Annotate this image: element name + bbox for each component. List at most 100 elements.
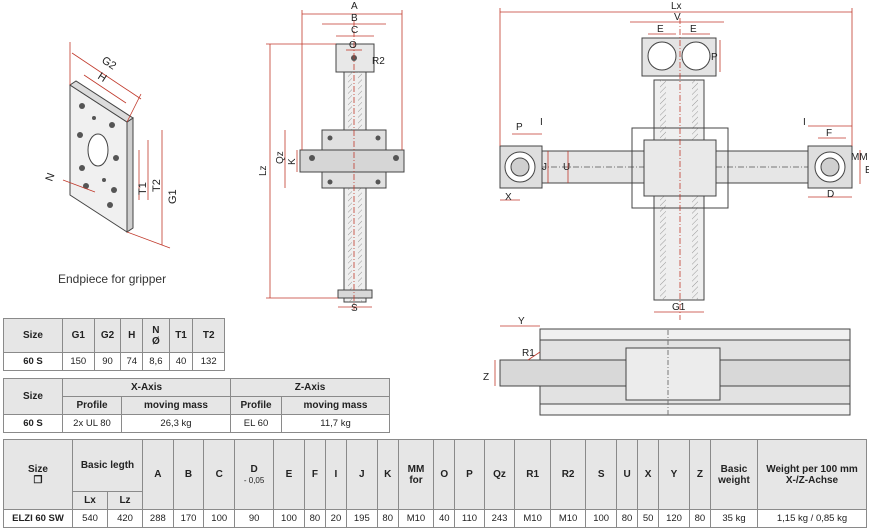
t3-cell: 80	[303, 509, 326, 528]
t3-cell: 80	[376, 509, 399, 528]
t3-cell: M10	[397, 509, 435, 528]
t3-header-col: C	[203, 439, 236, 510]
top-dim-mm: MM	[851, 152, 868, 163]
t3-d-tolerance: - 0,05	[243, 475, 265, 485]
t3-d-label: D	[250, 463, 258, 475]
t3-header-col: P	[454, 439, 485, 510]
t1-header-t1: T1	[168, 318, 194, 353]
t1-header-g1: G1	[62, 318, 95, 353]
t3-cell: 243	[483, 509, 516, 528]
bottom-dim-r1: R1	[522, 348, 535, 359]
t1-cell: 74	[120, 352, 144, 371]
top-view: Lx V E E P P I U J X I F MM E D G1	[499, 1, 869, 320]
t3-header-col: R2	[549, 439, 587, 510]
t3-cell: 288	[142, 509, 174, 528]
t3-cell: 195	[345, 509, 378, 528]
t1-cell: 132	[192, 352, 225, 371]
t3-header-col: I	[324, 439, 347, 510]
t3-mm-label: MM	[407, 463, 425, 475]
t3-header-col: K	[376, 439, 399, 510]
t3-cell: 420	[107, 509, 143, 528]
side-dim-lz: Lz	[258, 165, 269, 176]
side-dim-a: A	[351, 1, 358, 12]
t1-cell: 40	[168, 352, 194, 371]
plate-dim-t1: T1	[137, 182, 149, 195]
t1-cell: 60 S	[3, 352, 63, 371]
t2-cell: 11,7 kg	[281, 414, 390, 433]
endpiece-plate-view: G2 H N T1 T2 G1	[44, 42, 179, 249]
t3-header-col: Y	[658, 439, 690, 510]
t3-header-col: R1	[514, 439, 551, 510]
t3-cell: M10	[514, 509, 551, 528]
t2-cell: EL 60	[230, 414, 282, 433]
top-dim-p-left: P	[516, 122, 523, 133]
t2-header-size: Size	[3, 378, 63, 415]
top-dim-i-right: I	[803, 117, 806, 128]
t3-cell: M10	[549, 509, 587, 528]
t2-subheader: Profile	[230, 396, 282, 415]
t3-header-d: D- 0,05	[234, 439, 275, 510]
t1-header-size: Size	[3, 318, 63, 353]
t2-header-x-axis: X-Axis	[62, 378, 231, 397]
t3-cell: 100	[203, 509, 236, 528]
t3-header-col: B	[172, 439, 205, 510]
top-dim-u: U	[563, 162, 570, 173]
t2-header-z-axis: Z-Axis	[230, 378, 390, 397]
side-dim-o: O	[349, 40, 357, 51]
t3-header-col: A	[142, 439, 174, 510]
side-dim-b: B	[351, 13, 358, 24]
top-dim-e-right: E	[690, 24, 697, 35]
t3-header-col: U	[616, 439, 639, 510]
t2-subheader: moving mass	[281, 396, 390, 415]
endpiece-caption: Endpiece for gripper	[58, 272, 167, 286]
technical-drawing: G2 H N T1 T2 G1	[44, 1, 869, 416]
t2-cell: 2x UL 80	[62, 414, 122, 433]
side-dim-qz: Qz	[275, 151, 286, 164]
t3-header-col: F	[303, 439, 326, 510]
bottom-view: Y R1 Z	[483, 316, 851, 416]
t3-mm-for: for	[409, 474, 423, 486]
main-dimension-table: Size❐ Basic legth A B C D- 0,05 E F I J …	[3, 439, 867, 528]
endpiece-dimension-table: Size G1 G2 H N Ø T1 T2 60 S 150 90 74 8,…	[3, 318, 225, 371]
bottom-dim-z: Z	[483, 372, 489, 383]
top-dim-v: V	[674, 12, 681, 23]
axis-profile-table: Size X-Axis Z-Axis Profile moving mass P…	[3, 378, 390, 433]
top-dim-lx: Lx	[671, 1, 682, 12]
t3-cell: 100	[273, 509, 305, 528]
t3-header-col: X	[637, 439, 660, 510]
top-dim-e-side: E	[865, 165, 869, 176]
t3-header-col: Qz	[483, 439, 516, 510]
plate-dim-g1: G1	[167, 189, 179, 204]
side-dim-s: S	[351, 303, 358, 314]
top-dim-i-left: I	[540, 117, 543, 128]
top-dim-g1: G1	[672, 302, 686, 313]
t3-cell: 100	[585, 509, 618, 528]
side-view: A B C O R2 Lz Qz K S	[258, 1, 405, 314]
t3-cell: 120	[658, 509, 690, 528]
top-dim-x: X	[505, 192, 512, 203]
t2-cell: 26,3 kg	[121, 414, 231, 433]
t3-header-col: O	[433, 439, 456, 510]
t3-cell: 540	[72, 509, 108, 528]
t2-subheader: Profile	[62, 396, 122, 415]
top-dim-j: J	[542, 162, 547, 173]
t3-size-symbol-icon: ❐	[33, 474, 43, 486]
side-dim-r2: R2	[372, 56, 385, 67]
t3-size-label: Size	[27, 463, 48, 475]
side-dim-k: K	[287, 158, 298, 165]
t1-header-h: H	[120, 318, 144, 353]
t3-cell: 40	[433, 509, 456, 528]
plate-dim-n: N	[44, 171, 58, 183]
top-dim-p-upper: P	[711, 52, 718, 63]
t3-header-basic-length: Basic legth	[72, 439, 143, 492]
t3-cell: 35 kg	[710, 509, 758, 528]
t3-cell: ELZI 60 SW	[3, 509, 73, 528]
plate-dim-t2: T2	[151, 179, 163, 192]
bottom-dim-y: Y	[518, 316, 525, 327]
side-dim-c: C	[351, 25, 358, 36]
t3-header-size: Size❐	[3, 439, 73, 510]
t3-cell: 50	[637, 509, 660, 528]
t3-cell: 90	[234, 509, 275, 528]
t2-cell: 60 S	[3, 414, 63, 433]
